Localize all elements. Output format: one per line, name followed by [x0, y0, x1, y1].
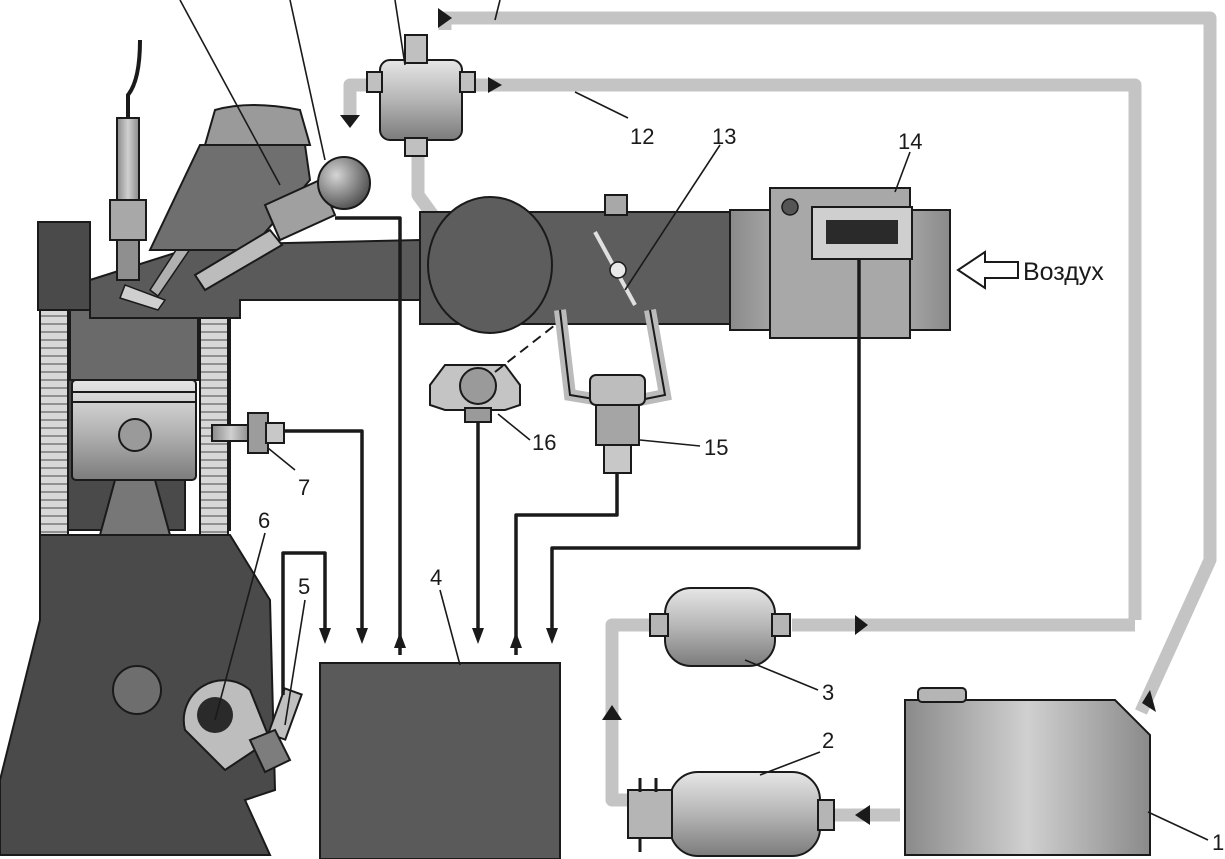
- flow-arrow-return-tank: [1142, 690, 1156, 712]
- label-4: 4: [430, 565, 442, 590]
- flow-arrow-tank-out: [855, 805, 870, 825]
- label-15: 15: [704, 435, 728, 460]
- valve-cover: [203, 104, 312, 146]
- throttle-position-sensor: [429, 324, 556, 423]
- flow-arrow-pump-up: [602, 705, 622, 720]
- wire-maf: [550, 258, 861, 630]
- label-2: 2: [822, 728, 834, 753]
- plenum: [427, 196, 553, 334]
- piston-pin: [118, 418, 152, 452]
- fuel-filter: [649, 587, 791, 667]
- flow-arrow-supply-top: [488, 77, 502, 93]
- flow-arrow-filter-out: [855, 615, 868, 635]
- engine-block: [0, 104, 421, 856]
- fuel-injector: [193, 156, 371, 292]
- callout-labels: 1 2 3 4 5 6 7 12 13 14 15 16 Воздух: [258, 124, 1224, 855]
- ecu: [319, 662, 561, 859]
- fuel-supply-line-upper: [470, 78, 1142, 620]
- wire-crank-sensor: [281, 551, 327, 695]
- air-inlet-arrow: [956, 250, 1019, 290]
- label-3: 3: [822, 680, 834, 705]
- fuel-lines: [340, 8, 1217, 825]
- cylinder-wall-left: [39, 309, 69, 536]
- label-5: 5: [298, 574, 310, 599]
- spark-plug: [109, 39, 147, 281]
- pressure-regulator: [317, 156, 371, 210]
- wire-coolant-sensor: [284, 429, 364, 630]
- label-13: 13: [712, 124, 736, 149]
- tank-filler-cap: [917, 687, 967, 703]
- fuel-filter-top: [366, 34, 476, 157]
- label-7: 7: [298, 475, 310, 500]
- flow-arrow-return: [438, 8, 452, 28]
- coolant-temperature-sensor: [211, 412, 285, 454]
- label-6: 6: [258, 508, 270, 533]
- crankshaft-gear: [182, 679, 272, 772]
- control-wires: [281, 216, 861, 695]
- crankshaft: [112, 665, 162, 715]
- fuel-tank: [904, 687, 1151, 856]
- intake-valve-head: [119, 284, 167, 311]
- air-inlet-label: Воздух: [1023, 258, 1104, 286]
- wire-iac: [514, 473, 619, 655]
- crankshaft-position-sensor: [248, 687, 303, 774]
- connecting-rod: [98, 479, 172, 536]
- cylinder-wall-right: [199, 309, 229, 536]
- label-14: 14: [898, 129, 922, 154]
- label-1: 1: [1212, 830, 1224, 855]
- wire-injector: [335, 216, 402, 655]
- intake-manifold: [419, 194, 751, 406]
- label-12: 12: [630, 124, 654, 149]
- combustion-space: [69, 309, 199, 381]
- leader-lines: [179, 0, 1209, 841]
- label-16: 16: [532, 430, 556, 455]
- fuel-return-line: [438, 11, 1217, 715]
- idle-air-control: [589, 374, 646, 474]
- flow-arrow-rail-down: [340, 115, 360, 128]
- fuel-pump: [627, 771, 835, 857]
- air-flow-meter: [729, 187, 951, 339]
- idle-screw: [604, 194, 628, 216]
- pump-to-filter-line: [605, 618, 658, 807]
